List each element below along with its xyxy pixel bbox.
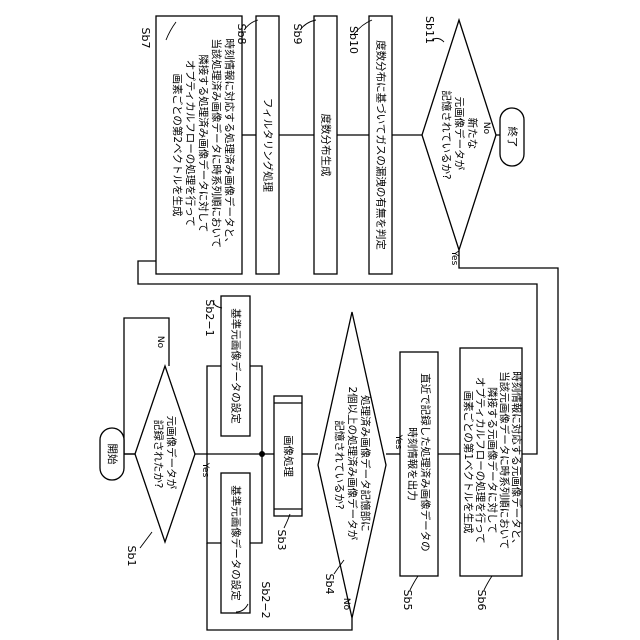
sb5-step-label: Sb5 [401, 590, 414, 611]
sb10-text: 度数分布に基づいてガスの漏洩の有無を判定 [375, 40, 388, 250]
sb9-step-label: Sb9 [291, 24, 304, 45]
sb5-leader [410, 576, 418, 590]
sb6-text: 時刻情報に対応する元画像データと、 当該元画像データに時系列順において 隣接する… [462, 371, 523, 553]
sb7-process: 時刻情報に対応する処理済み画像データと、 当該処理済み画像データに時系列順におい… [156, 16, 242, 274]
sb6-process: 時刻情報に対応する元画像データと、 当該元画像データに時系列順において 隣接する… [460, 348, 523, 576]
sb3-text: 画像処理 [282, 435, 295, 477]
sb1-decision: 元画像データが 記録されたか? [135, 366, 195, 542]
sb7-step-label: Sb7 [139, 28, 152, 49]
end-text: 終了 [506, 127, 519, 148]
sb3-step-label: Sb3 [275, 530, 288, 551]
sb8-process: フィルタリング処理 [256, 16, 279, 274]
sb4-no-label: No [341, 598, 351, 611]
sb10-process: 度数分布に基づいてガスの漏洩の有無を判定 [369, 16, 392, 274]
sb3-predefined-process: 画像処理 [274, 396, 302, 516]
start-terminator: 開始 [100, 428, 124, 480]
sb2-2-process: 基準元画像データの設定 [221, 473, 250, 613]
sb9-process: 度数分布生成 [314, 16, 337, 274]
sb5-process: 直近で記録した処理済み画像データの 時刻情報を出力 [400, 352, 438, 576]
sb8-step-label: Sb8 [235, 24, 248, 45]
sb1-step-label: Sb1 [125, 546, 138, 567]
sb6-leader [484, 576, 492, 590]
flow-sb2-1-join [250, 366, 262, 454]
sb11-step-label: Sb11 [423, 16, 436, 44]
sb2-1-text: 基準元画像データの設定 [230, 308, 243, 424]
sb11-yes-label: Yes [449, 250, 459, 266]
sb1-leader [140, 532, 152, 548]
sb11-decision: 新たな 元画像データが 記憶されているか? [422, 20, 496, 250]
sb4-yes-label: Yes [393, 434, 403, 450]
sb2-2-step-label: Sb2−2 [259, 581, 272, 618]
sb6-step-label: Sb6 [475, 590, 488, 611]
sb4-step-label: Sb4 [323, 574, 336, 595]
sb1-no-label: No [155, 336, 165, 349]
sb11-no-label: No [481, 122, 491, 135]
sb2-1-step-label: Sb2−1 [203, 299, 216, 336]
flow-split-sb2-1 [207, 366, 221, 454]
sb1-yes-label: Yes [200, 462, 210, 478]
start-text: 開始 [106, 444, 119, 465]
sb8-text: フィルタリング処理 [262, 98, 275, 193]
sb2-1-process: 基準元画像データの設定 [221, 296, 250, 436]
junction-dot [259, 451, 265, 457]
sb9-text: 度数分布生成 [320, 114, 333, 177]
flow-sb2-2-join [250, 454, 262, 543]
end-terminator: 終了 [500, 108, 524, 166]
sb10-step-label: Sb10 [347, 26, 360, 54]
sb2-2-text: 基準元画像データの設定 [230, 485, 243, 601]
sb4-decision: 処理済み画像データ記憶部に 2個以上の処理済み画像データが 記憶されているか? [318, 312, 386, 618]
